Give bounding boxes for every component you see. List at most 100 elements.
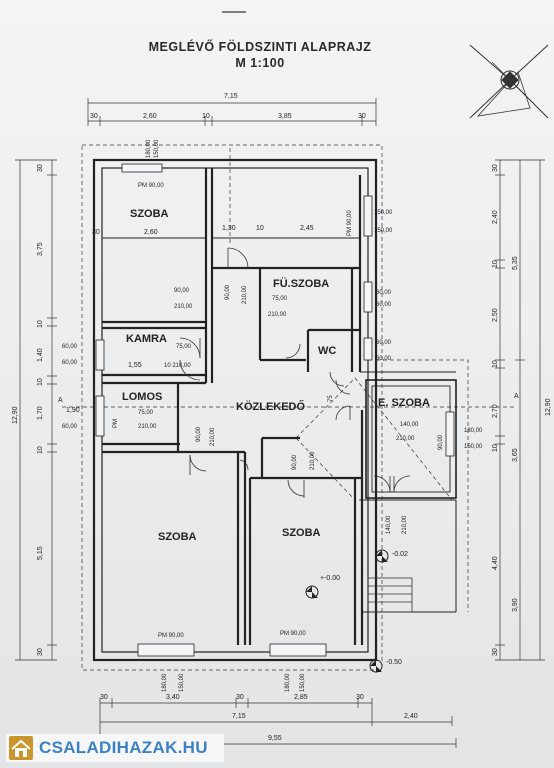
opening-e-szoba-150: 150,00 — [464, 444, 483, 450]
dim-right-seg-1: 2,40 — [492, 210, 499, 224]
opening-koz2-210: 210,00 — [310, 451, 316, 470]
dim-left-seg-0: 30 — [37, 164, 44, 172]
opening-right-150b: 150,00 — [374, 228, 393, 234]
level-marker-minus002-icon — [375, 549, 389, 563]
opening-fu-door-210: 210,00 — [242, 285, 248, 304]
site-name: CSALADIHAZAK.HU — [39, 738, 208, 757]
dim-right-sub-2: 3,90 — [512, 598, 519, 612]
room-label-wc: WC — [318, 345, 336, 357]
dim-left-seg-1: 3,75 — [37, 242, 44, 256]
opening-e-szoba-90: 90,00 — [438, 434, 444, 450]
dim-right-total: 12,90 — [545, 398, 552, 416]
dim-kamra-10-210: 10 210,00 — [164, 363, 191, 369]
dim-right-seg-4: 10 — [492, 360, 499, 368]
dim-lomos-190: 1,90 — [66, 407, 80, 414]
dim-right-seg-2: 10 — [492, 260, 499, 268]
room-label-kozlekedo: KÖZLEKEDŐ — [236, 400, 306, 413]
dim-bottom-seg-0: 30 — [100, 694, 108, 701]
dim-right-seg-5: 2,70 — [492, 404, 499, 418]
dim-bottom-total-2: 9,55 — [268, 735, 282, 742]
opening-bl-150: 150,00 — [179, 673, 185, 692]
opening-entry-140: 140,00 — [386, 515, 392, 534]
opening-koz-90: 90,00 — [196, 426, 202, 442]
opening-entry-210: 210,00 — [402, 515, 408, 534]
opening-pm-top: PM 90,00 — [138, 183, 164, 189]
opening-fu-75: 75,00 — [272, 296, 288, 302]
dim-left-total: 12,90 — [12, 406, 19, 424]
level-marker-minus050-icon — [369, 659, 383, 673]
dim-kamra-155: 1,55 — [128, 362, 142, 369]
level-text-zero: +-0.00 — [320, 575, 340, 582]
dim-bottom-seg-1: 3,40 — [166, 694, 180, 701]
dim-top-seg-1: 2,60 — [143, 113, 157, 120]
opening-right-pm-90: PM 90,00 — [347, 210, 353, 236]
dim-inner-30: 30 — [92, 229, 100, 236]
dim-inner-245: 2,45 — [300, 225, 314, 232]
section-marker-right: A — [514, 393, 519, 400]
house-icon — [9, 736, 33, 760]
dim-right-seg-8: 4,40 — [492, 556, 499, 570]
dim-right-seg-3: 2,50 — [492, 308, 499, 322]
dim-left-seg-6: 10 — [37, 446, 44, 454]
room-label-lomos: LOMOS — [122, 391, 162, 403]
opening-szoba-90: 90,00 — [174, 288, 190, 294]
opening-br-180: 180,00 — [285, 673, 291, 692]
dim-bottom-seg-2: 30 — [236, 694, 244, 701]
dim-inner-10: 10 — [256, 225, 264, 232]
north-arrow-icon — [469, 44, 549, 119]
opening-wc-60b: 60,00 — [376, 356, 392, 362]
opening-szoba-210: 210,00 — [174, 304, 193, 310]
opening-top-180: 180,00 — [146, 139, 152, 158]
room-label-szoba-top: SZOBA — [130, 208, 169, 220]
opening-fu-door-90: 90,00 — [225, 284, 231, 300]
opening-kamra-75: 75,00 — [176, 344, 192, 350]
opening-kamra-60a: 60,00 — [62, 344, 78, 350]
section-marker-left: A — [58, 397, 63, 404]
dim-top-seg-2: 10 — [202, 113, 210, 120]
opening-kamra-60b: 60,00 — [62, 360, 78, 366]
opening-pm-bottom-left: PM 90,00 — [158, 633, 184, 639]
opening-e-szoba-180: 180,00 — [464, 428, 483, 434]
opening-koz2-90: 90,00 — [292, 454, 298, 470]
opening-lomos-pm: PM — [113, 419, 119, 428]
level-text-minus050: -0.50 — [386, 659, 402, 666]
opening-br-150: 150,00 — [300, 673, 306, 692]
level-marker-zero-icon — [305, 585, 319, 599]
dim-bottom-extra: 2,40 — [404, 713, 418, 720]
dim-top-seg-3: 3,85 — [278, 113, 292, 120]
opening-lomos-60: 60,00 — [62, 424, 78, 430]
dim-left-seg-7: 5,15 — [37, 546, 44, 560]
dim-left-seg-8: 30 — [37, 648, 44, 656]
site-logo[interactable]: CSALADIHAZAK.HU — [6, 734, 224, 762]
opening-bl-180: 180,00 — [162, 673, 168, 692]
dim-left-seg-2: 10 — [37, 320, 44, 328]
opening-e-szoba-210: 210,00 — [396, 436, 415, 442]
plan-title: MEGLÉVŐ FÖLDSZINTI ALAPRAJZ — [148, 40, 372, 54]
level-text-minus002: -0.02 — [392, 551, 408, 558]
dim-left-seg-5: 1,70 — [37, 406, 44, 420]
opening-e-szoba-140: 140,00 — [400, 422, 419, 428]
room-label-szoba-bottom-left: SZOBA — [158, 531, 197, 543]
dim-bottom-seg-4: 30 — [356, 694, 364, 701]
dim-top-total: 7,15 — [224, 93, 238, 100]
plan-scale: M 1:100 — [235, 56, 285, 70]
dim-right-seg-0: 30 — [492, 164, 499, 172]
dim-left-seg-4: 10 — [37, 378, 44, 386]
dim-inner-szoba-width: 2,60 — [144, 229, 158, 236]
dim-top-seg-4: 30 — [358, 113, 366, 120]
room-label-kamra: KAMRA — [126, 333, 167, 345]
dim-bottom-total-1: 7,15 — [232, 713, 246, 720]
opening-pm-bottom-right: PM 90,00 — [280, 631, 306, 637]
opening-fu-60b: 60,00 — [376, 302, 392, 308]
dim-left-seg-3: 1,40 — [37, 348, 44, 362]
dim-right-seg-6: 10 — [492, 444, 499, 452]
room-label-e-szoba: E. SZOBA — [378, 397, 430, 409]
dim-bottom-seg-3: 2,85 — [294, 694, 308, 701]
dim-inner-130: 1,30 — [222, 225, 236, 232]
opening-koz-210: 210,00 — [210, 427, 216, 446]
opening-fu-60a: 60,00 — [376, 290, 392, 296]
opening-wc-door-75: 75 — [328, 395, 334, 402]
dim-right-sub-1: 5,35 — [512, 256, 519, 270]
